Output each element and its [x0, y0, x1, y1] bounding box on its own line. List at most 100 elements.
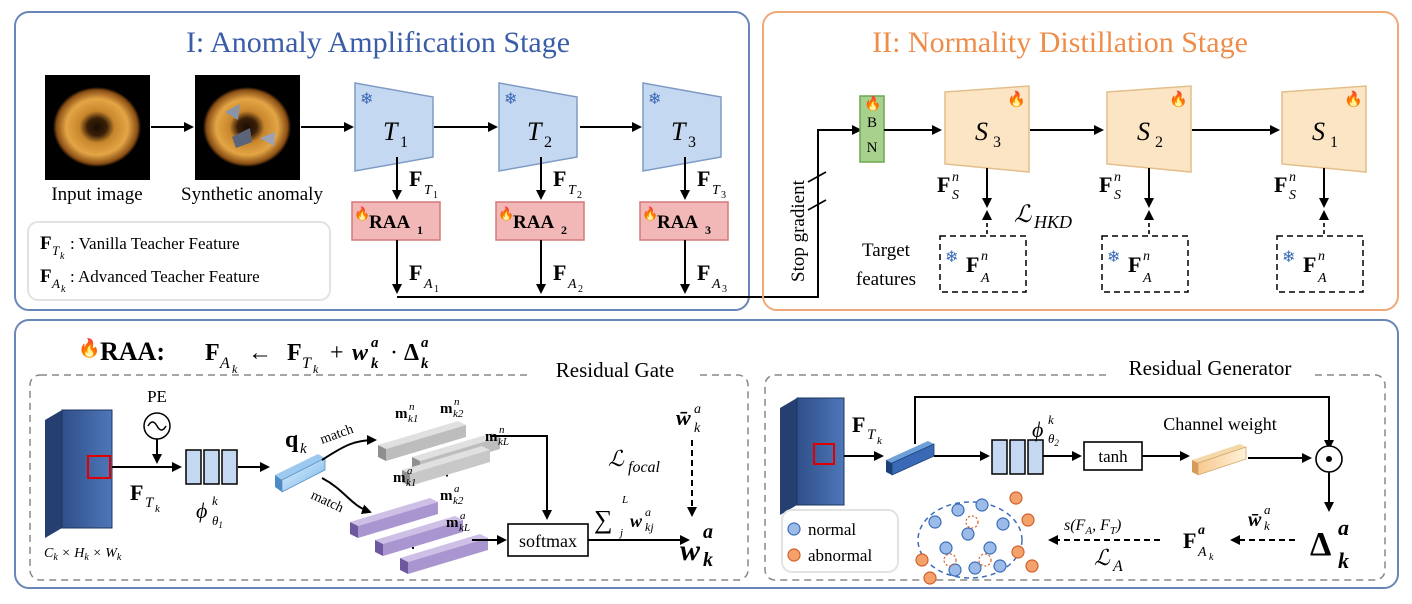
feature-map-block	[45, 409, 113, 538]
raa-detail-panel: 🔥 RAA: F A k ← F T k + w a k · Δ a k Res…	[14, 319, 1399, 589]
svg-text:w̄: w̄	[676, 405, 691, 430]
focal-loss-sub: focal	[628, 459, 661, 476]
raa-sub: 3	[705, 223, 711, 237]
svg-text:a: a	[454, 483, 460, 495]
abnormal-point	[923, 571, 937, 585]
focal-loss: ℒ focal	[608, 446, 661, 476]
svg-text:F: F	[130, 480, 143, 505]
phi-theta2-block	[991, 439, 1044, 475]
svg-text:S: S	[952, 188, 959, 203]
fire-icon: 🔥	[498, 206, 514, 221]
stage2-panel: II: Normality Distillation Stage Stop gr…	[762, 11, 1399, 311]
svg-text:w: w	[680, 534, 701, 567]
svg-text:ℒ: ℒ	[1094, 545, 1111, 570]
raa-sub: 1	[417, 223, 423, 237]
svg-text:F: F	[1099, 172, 1112, 197]
generator-feature-map	[780, 397, 845, 515]
svg-text:n: n	[454, 396, 460, 408]
svg-text:F: F	[1274, 172, 1287, 197]
feature-legend: F T k : Vanilla Teacher Feature F A k : …	[27, 221, 331, 301]
ft-sub: 1	[433, 190, 438, 201]
query-vector	[275, 454, 326, 493]
svg-text:T: T	[52, 243, 60, 258]
svg-text:k: k	[877, 435, 883, 447]
normal-point	[928, 515, 942, 529]
svg-text:k: k	[232, 362, 238, 376]
normal-point	[983, 541, 997, 555]
svg-text:F: F	[553, 260, 566, 285]
svg-text:←: ←	[248, 340, 272, 366]
abnormal-memory-item	[400, 534, 488, 574]
pe-label: PE	[147, 387, 167, 406]
snowflake-icon: ❄	[648, 91, 661, 108]
dims-label: Ck × Hk × Wk	[44, 546, 122, 563]
input-image-label: Input image	[51, 184, 142, 205]
student-sub: 3	[993, 134, 1001, 151]
svg-text:A: A	[219, 355, 230, 372]
point-legend: normal abnormal	[781, 509, 899, 573]
svg-text:a: a	[703, 521, 713, 543]
svg-text:n: n	[499, 424, 505, 436]
sum-weight: ∑ L j w a kj	[594, 494, 654, 539]
tanh-label: tanh	[1098, 447, 1128, 466]
student-label: S	[975, 117, 988, 146]
svg-text:ϕ: ϕ	[196, 498, 207, 523]
svg-text:F: F	[1183, 528, 1196, 553]
snowflake-icon: ❄	[945, 249, 958, 266]
abnormal-dot-icon	[787, 548, 801, 562]
svg-text:k2: k2	[453, 408, 464, 420]
svg-text:ϕ: ϕ	[1032, 417, 1043, 442]
svg-text:k1: k1	[408, 413, 418, 425]
svg-text:n: n	[409, 401, 415, 413]
legend-normal: normal	[808, 520, 856, 539]
normal-point	[961, 527, 975, 541]
normal-point	[939, 541, 953, 555]
svg-text:F: F	[553, 166, 566, 191]
svg-text:T: T	[568, 183, 577, 198]
sum-bottom: j	[618, 527, 623, 539]
target-features-line1: Target	[862, 240, 911, 261]
snowflake-icon: ❄	[1282, 249, 1295, 266]
svg-text:a: a	[371, 335, 379, 351]
svg-text:m: m	[440, 488, 453, 504]
svg-text:a: a	[694, 402, 701, 417]
svg-text:θ1: θ1	[212, 513, 223, 530]
svg-text:F: F	[697, 260, 710, 285]
svg-text:k: k	[212, 493, 218, 508]
normal-memory-item	[402, 446, 490, 486]
svg-text:k: k	[1209, 552, 1214, 563]
student-label: S	[1137, 117, 1150, 146]
svg-text:F: F	[697, 166, 710, 191]
svg-text:F: F	[409, 260, 422, 285]
svg-text:a: a	[1198, 523, 1205, 538]
svg-text:Δ: Δ	[1310, 526, 1331, 563]
raa-sub: 2	[561, 223, 567, 237]
svg-text:∑: ∑	[594, 505, 613, 534]
fire-icon: 🔥	[1169, 90, 1188, 108]
svg-text:kj: kj	[645, 520, 654, 534]
hkd-loss-sub: HKD	[1033, 212, 1072, 232]
raa-formula: 🔥 RAA: F A k ← F T k + w a k · Δ a k	[78, 335, 429, 376]
abnormal-memory-item	[350, 498, 438, 538]
abnormal-point	[1009, 491, 1023, 505]
stage1-panel: I: Anomaly Amplification Stage Input ima…	[14, 11, 862, 311]
svg-text:A: A	[980, 271, 990, 286]
svg-text:k: k	[1264, 518, 1270, 533]
bn-letter-b: B	[867, 115, 877, 131]
generator-vector	[886, 441, 935, 476]
svg-text:ℒ: ℒ	[608, 446, 625, 471]
residual-gate-title: Residual Gate	[556, 358, 674, 382]
teacher-sub: 2	[544, 134, 552, 151]
feature-cluster-illustration	[915, 491, 1039, 585]
snowflake-icon: ❄	[360, 91, 373, 108]
raa-label: RAA	[513, 212, 554, 233]
softmax-label: softmax	[519, 531, 577, 551]
svg-text:·: ·	[390, 340, 398, 366]
normal-dot-icon	[787, 522, 801, 536]
normal-point	[975, 498, 989, 512]
